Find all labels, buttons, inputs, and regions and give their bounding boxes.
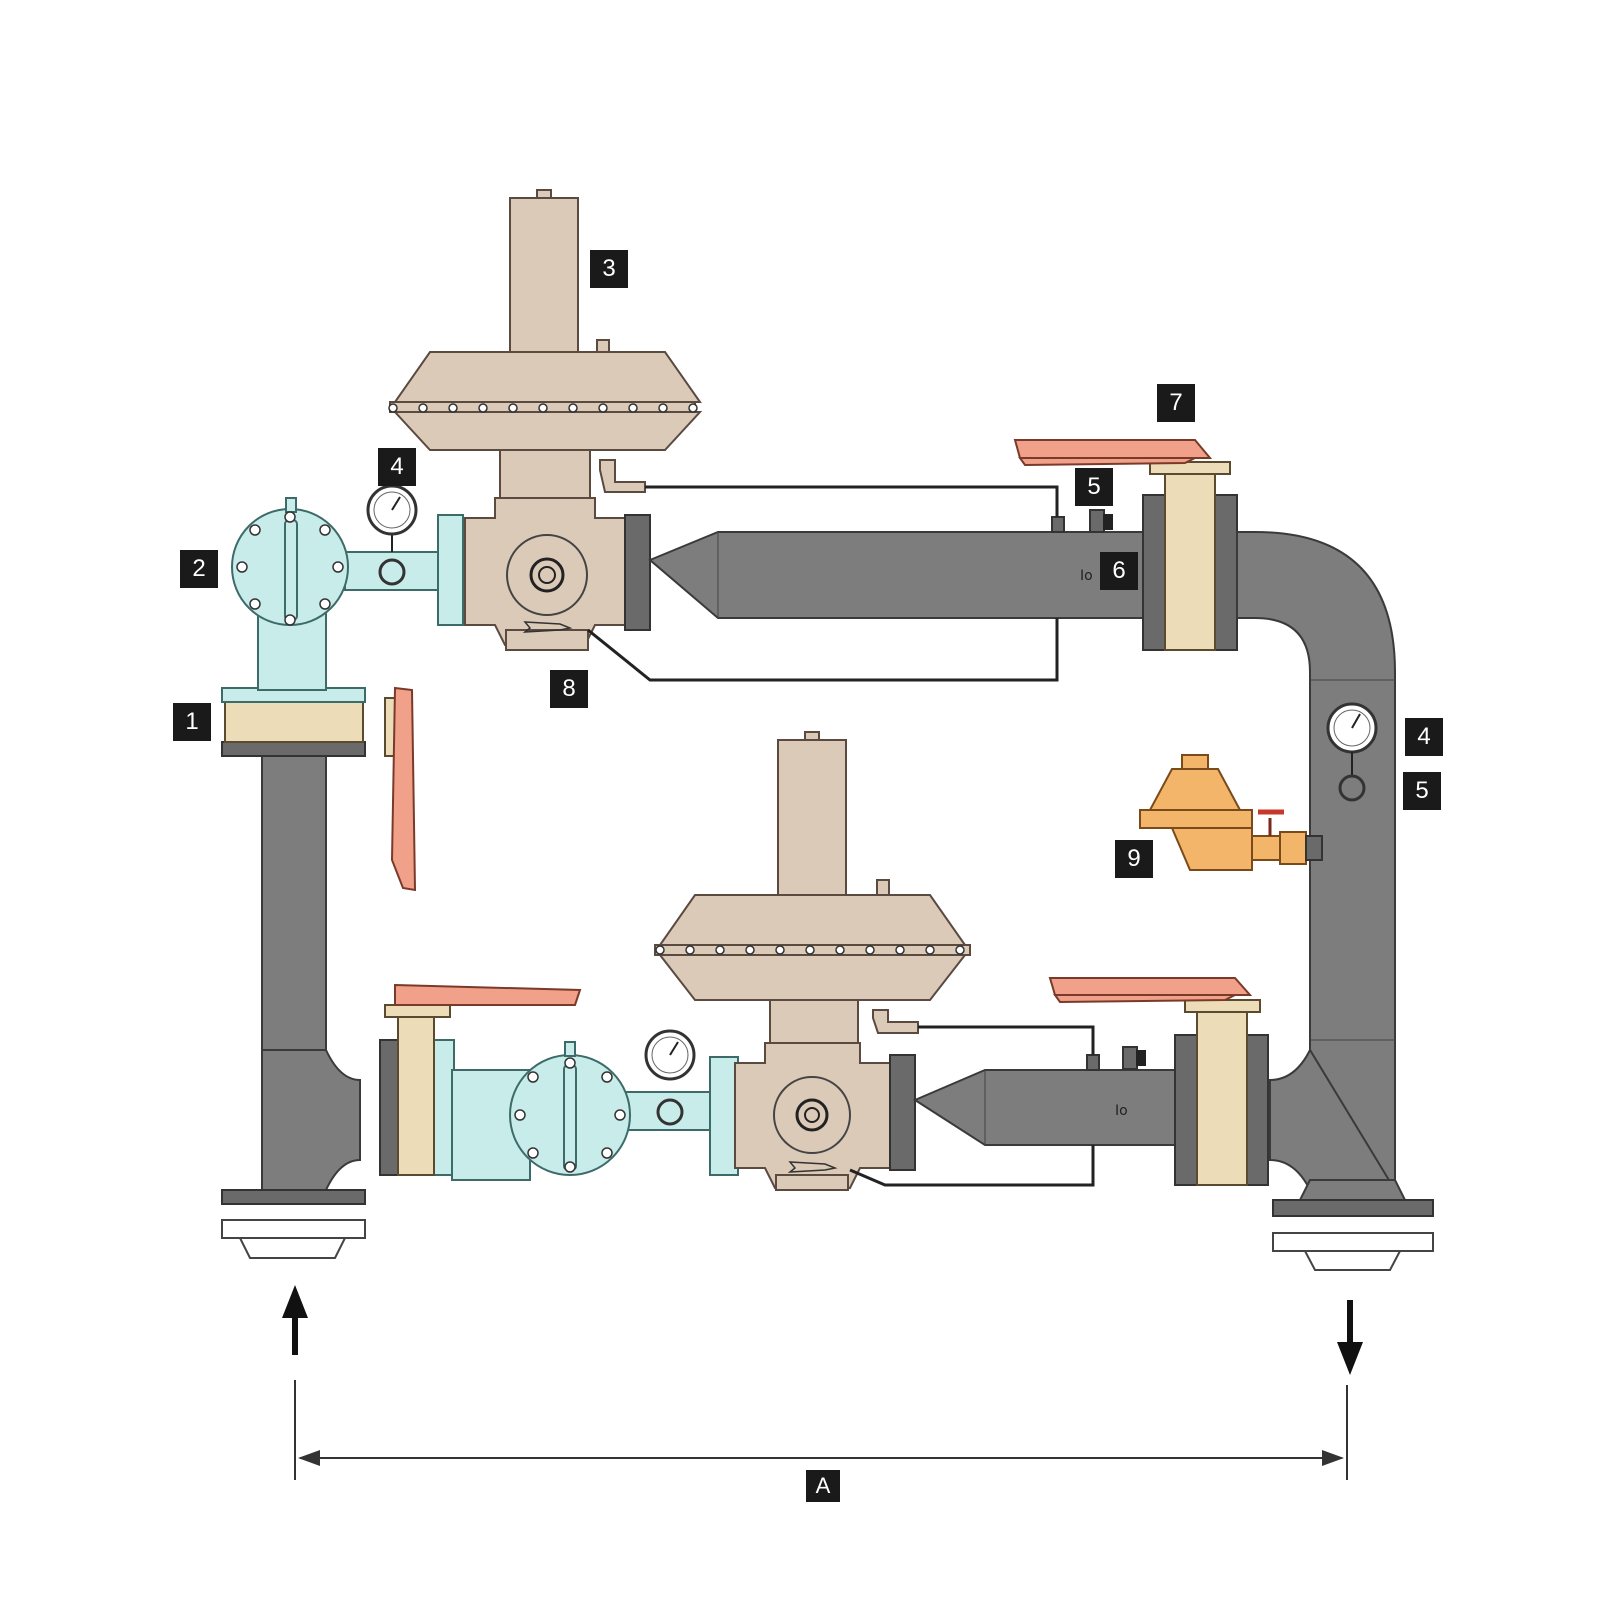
upper-outlet-pipe: Ιo [648, 509, 1151, 619]
upper-filter [231, 497, 464, 691]
inlet-ball-valve [221, 686, 417, 892]
lower-filter [451, 1041, 714, 1181]
lower-safety-shut-off-valve [1048, 977, 1269, 1186]
callout-7: 7 [1157, 384, 1195, 422]
upper-sensing-line [587, 485, 1059, 682]
diaphragm-bolts [388, 403, 698, 413]
callout-9: 9 [1115, 840, 1153, 878]
callout-5-right: 5 [1403, 772, 1441, 810]
filter-bolts [236, 511, 344, 626]
lower-sensing-line [849, 1025, 1095, 1187]
upper-pressure-regulator [388, 189, 703, 651]
callout-4-right: 4 [1405, 718, 1443, 756]
dimension-label-a: A [806, 1470, 840, 1502]
lower-filter-bolts [514, 1057, 626, 1173]
inlet-flow-arrow [282, 1285, 308, 1355]
outlet-flow-arrow [1337, 1300, 1363, 1375]
lower-diaphragm-bolts [655, 945, 965, 955]
callout-1: 1 [173, 703, 211, 741]
lower-outlet-pipe: Ιo [912, 1046, 1191, 1146]
callout-6: 6 [1100, 552, 1138, 590]
svg-text:Ιo: Ιo [1115, 1103, 1128, 1119]
callout-2: 2 [180, 550, 218, 588]
callout-4-top: 4 [378, 448, 416, 486]
lower-inlet-ball-valve [379, 983, 582, 1176]
callout-5-top: 5 [1075, 468, 1113, 506]
dimension-line-a [294, 1380, 1348, 1480]
outlet-pressure-gauge [1326, 702, 1378, 802]
inlet-riser [221, 739, 366, 1259]
pilot-regulator [1139, 754, 1323, 871]
lower-pressure-regulator [654, 731, 971, 1191]
lower-inlet-pressure-gauge [644, 1029, 696, 1126]
svg-text:Ιo: Ιo [1080, 568, 1093, 584]
callout-8: 8 [550, 670, 588, 708]
safety-shut-off-valve [1013, 439, 1238, 651]
callout-3: 3 [590, 250, 628, 288]
upper-inlet-pressure-gauge [366, 484, 418, 586]
